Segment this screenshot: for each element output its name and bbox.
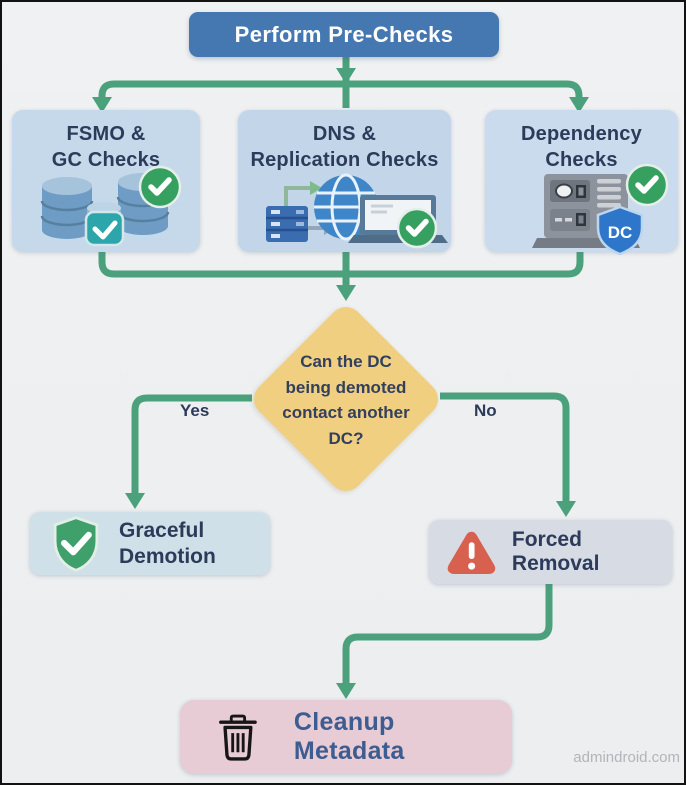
node-graceful-demotion: Graceful Demotion <box>30 512 270 575</box>
watermark-text: admindroid.com <box>573 749 680 766</box>
warning-triangle-icon <box>447 531 496 575</box>
connector-forced-to-cleanup <box>342 582 553 684</box>
edge-label-no: No <box>474 401 497 420</box>
check-circle-icon <box>396 207 438 249</box>
arrowhead-yes <box>125 493 145 509</box>
fsmo-gc-title: FSMO & GC Checks <box>51 123 161 171</box>
connector-no <box>440 392 570 502</box>
dependency-title: Dependency Checks <box>521 123 642 171</box>
node-dns-replication-checks: DNS & Replication Checks <box>238 110 451 252</box>
dc-shield-label: DC <box>608 223 633 242</box>
dependency-icon-group: DC <box>532 163 669 256</box>
shield-check-icon <box>53 515 99 572</box>
graceful-demotion-label: Graceful Demotion <box>119 519 216 568</box>
node-perform-pre-checks: Perform Pre-Checks <box>189 12 499 57</box>
server-icon <box>266 206 308 242</box>
check-circle-icon <box>625 163 669 207</box>
cleanup-metadata-label: Cleanup Metadata <box>293 708 405 765</box>
check-circle-icon <box>138 165 182 209</box>
node-dependency-checks: Dependency Checks <box>485 110 678 256</box>
node-fsmo-gc-checks: FSMO & GC Checks <box>12 110 200 252</box>
fsmo-icon-group <box>40 165 182 247</box>
node-cleanup-metadata: Cleanup Metadata <box>180 700 512 774</box>
arrowhead-center-top <box>336 68 356 84</box>
arrowhead-no <box>556 501 576 517</box>
forced-removal-label: Forced Removal <box>511 528 600 575</box>
dns-icon-group <box>266 173 448 249</box>
dns-replication-title: DNS & Replication Checks <box>250 123 439 171</box>
edge-label-yes: Yes <box>180 401 210 420</box>
trash-icon <box>219 714 257 761</box>
connector-top-bar <box>98 80 583 99</box>
dc-shield-icon: DC <box>596 205 644 256</box>
arrowhead-cleanup <box>336 683 356 699</box>
node-forced-removal: Forced Removal <box>429 520 672 584</box>
header-label: Perform Pre-Checks <box>234 21 454 47</box>
check-square-icon <box>84 210 125 247</box>
arrowhead-to-diamond <box>336 285 356 301</box>
decision-question: Can the DC being demoted contact another… <box>282 352 410 448</box>
